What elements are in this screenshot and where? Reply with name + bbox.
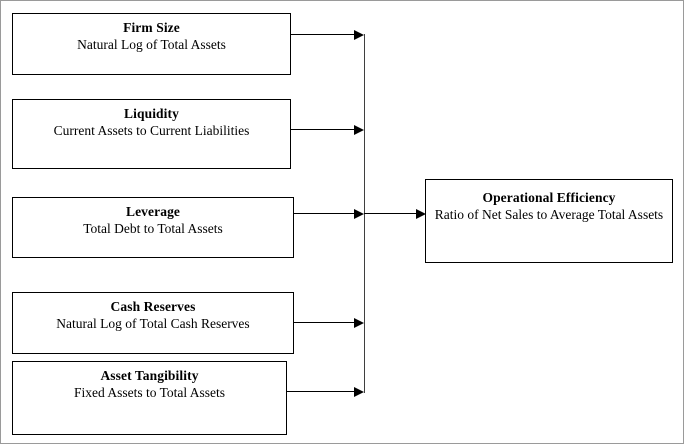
- node-leverage[interactable]: Leverage Total Debt to Total Assets: [12, 197, 294, 258]
- connector-arrowhead-asset-tangibility: [354, 386, 364, 397]
- node-title: Liquidity: [124, 106, 179, 121]
- node-firm-size[interactable]: Firm Size Natural Log of Total Assets: [12, 13, 291, 75]
- node-title: Cash Reserves: [110, 299, 196, 314]
- node-subtitle: Natural Log of Total Assets: [77, 37, 226, 53]
- node-subtitle: Current Assets to Current Liabilities: [53, 123, 250, 139]
- node-subtitle: Ratio of Net Sales to Average Total Asse…: [434, 207, 664, 223]
- connector-line-liquidity: [291, 129, 356, 130]
- connector-line-to-outcome: [364, 213, 420, 214]
- node-title: Operational Efficiency: [482, 190, 616, 205]
- connector-line-leverage: [294, 213, 356, 214]
- connector-arrowhead-firm-size: [354, 29, 364, 40]
- node-title: Asset Tangibility: [100, 368, 199, 383]
- node-subtitle: Total Debt to Total Assets: [83, 221, 223, 237]
- node-title: Leverage: [125, 204, 181, 219]
- connector-line-asset-tangibility: [287, 391, 356, 392]
- connector-line-firm-size: [291, 34, 356, 35]
- connector-line-cash-reserves: [294, 322, 356, 323]
- node-cash-reserves[interactable]: Cash Reserves Natural Log of Total Cash …: [12, 292, 294, 354]
- connector-arrowhead-liquidity: [354, 124, 364, 135]
- connector-arrowhead-leverage: [354, 208, 364, 219]
- node-liquidity[interactable]: Liquidity Current Assets to Current Liab…: [12, 99, 291, 169]
- node-operational-efficiency[interactable]: Operational Efficiency Ratio of Net Sale…: [425, 179, 673, 263]
- connector-arrowhead-cash-reserves: [354, 317, 364, 328]
- node-title: Firm Size: [123, 20, 180, 35]
- node-asset-tangibility[interactable]: Asset Tangibility Fixed Assets to Total …: [12, 361, 287, 435]
- node-subtitle: Natural Log of Total Cash Reserves: [56, 316, 250, 332]
- connector-arrowhead-to-outcome: [416, 208, 426, 219]
- node-subtitle: Fixed Assets to Total Assets: [73, 385, 226, 401]
